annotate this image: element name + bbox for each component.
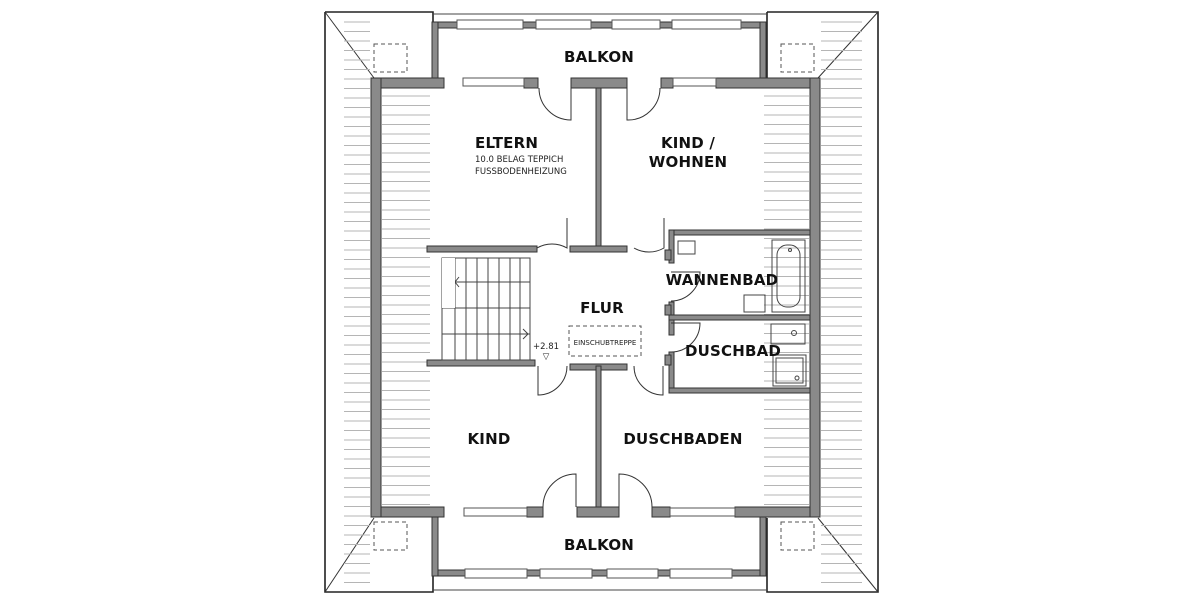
label-einschubtreppe: EINSCHUBTREPPE [574,339,637,347]
roof-hatch-right [821,21,862,583]
staircase [441,257,531,361]
label-eltern-flooring: 10.0 BELAG TEPPICH [475,155,563,165]
interior-slope-hatch [382,95,809,505]
skylight-top-left [373,43,408,73]
attic-ladder-outline [568,325,642,357]
roof-hatch-left [344,21,370,583]
label-duschbaden: DUSCHBADEN [623,430,742,448]
exterior-walls [370,77,821,518]
skylight-bottom-left [373,521,408,551]
balcony-bottom [431,515,767,579]
skylight-bottom-right [780,521,815,551]
skylight-top-right [780,43,815,73]
label-eltern-heating: FUSSBODENHEIZUNG [475,167,567,177]
sink-duschbad [770,323,806,345]
shower-tray [772,354,807,387]
label-wannenbad: WANNENBAD [666,271,779,289]
label-kind-wohnen-2: WOHNEN [649,153,727,171]
label-flur: FLUR [580,299,624,317]
toilet-wannenbad [677,240,696,255]
level-marker-value: +2.81 [533,342,559,352]
doors [536,87,701,508]
label-kind: KIND [467,430,510,448]
label-duschbad: DUSCHBAD [685,342,781,360]
label-eltern: ELTERN [475,134,538,152]
label-balkon-bottom: BALKON [564,536,634,554]
level-marker-triangle-icon: ▽ [543,352,550,362]
cabinet-wannenbad [743,294,766,313]
balcony-top [431,19,767,85]
label-kind-wohnen-1: KIND / [661,134,715,152]
bathtub [771,239,806,313]
label-balkon-top: BALKON [564,48,634,66]
interior-walls [426,87,811,508]
